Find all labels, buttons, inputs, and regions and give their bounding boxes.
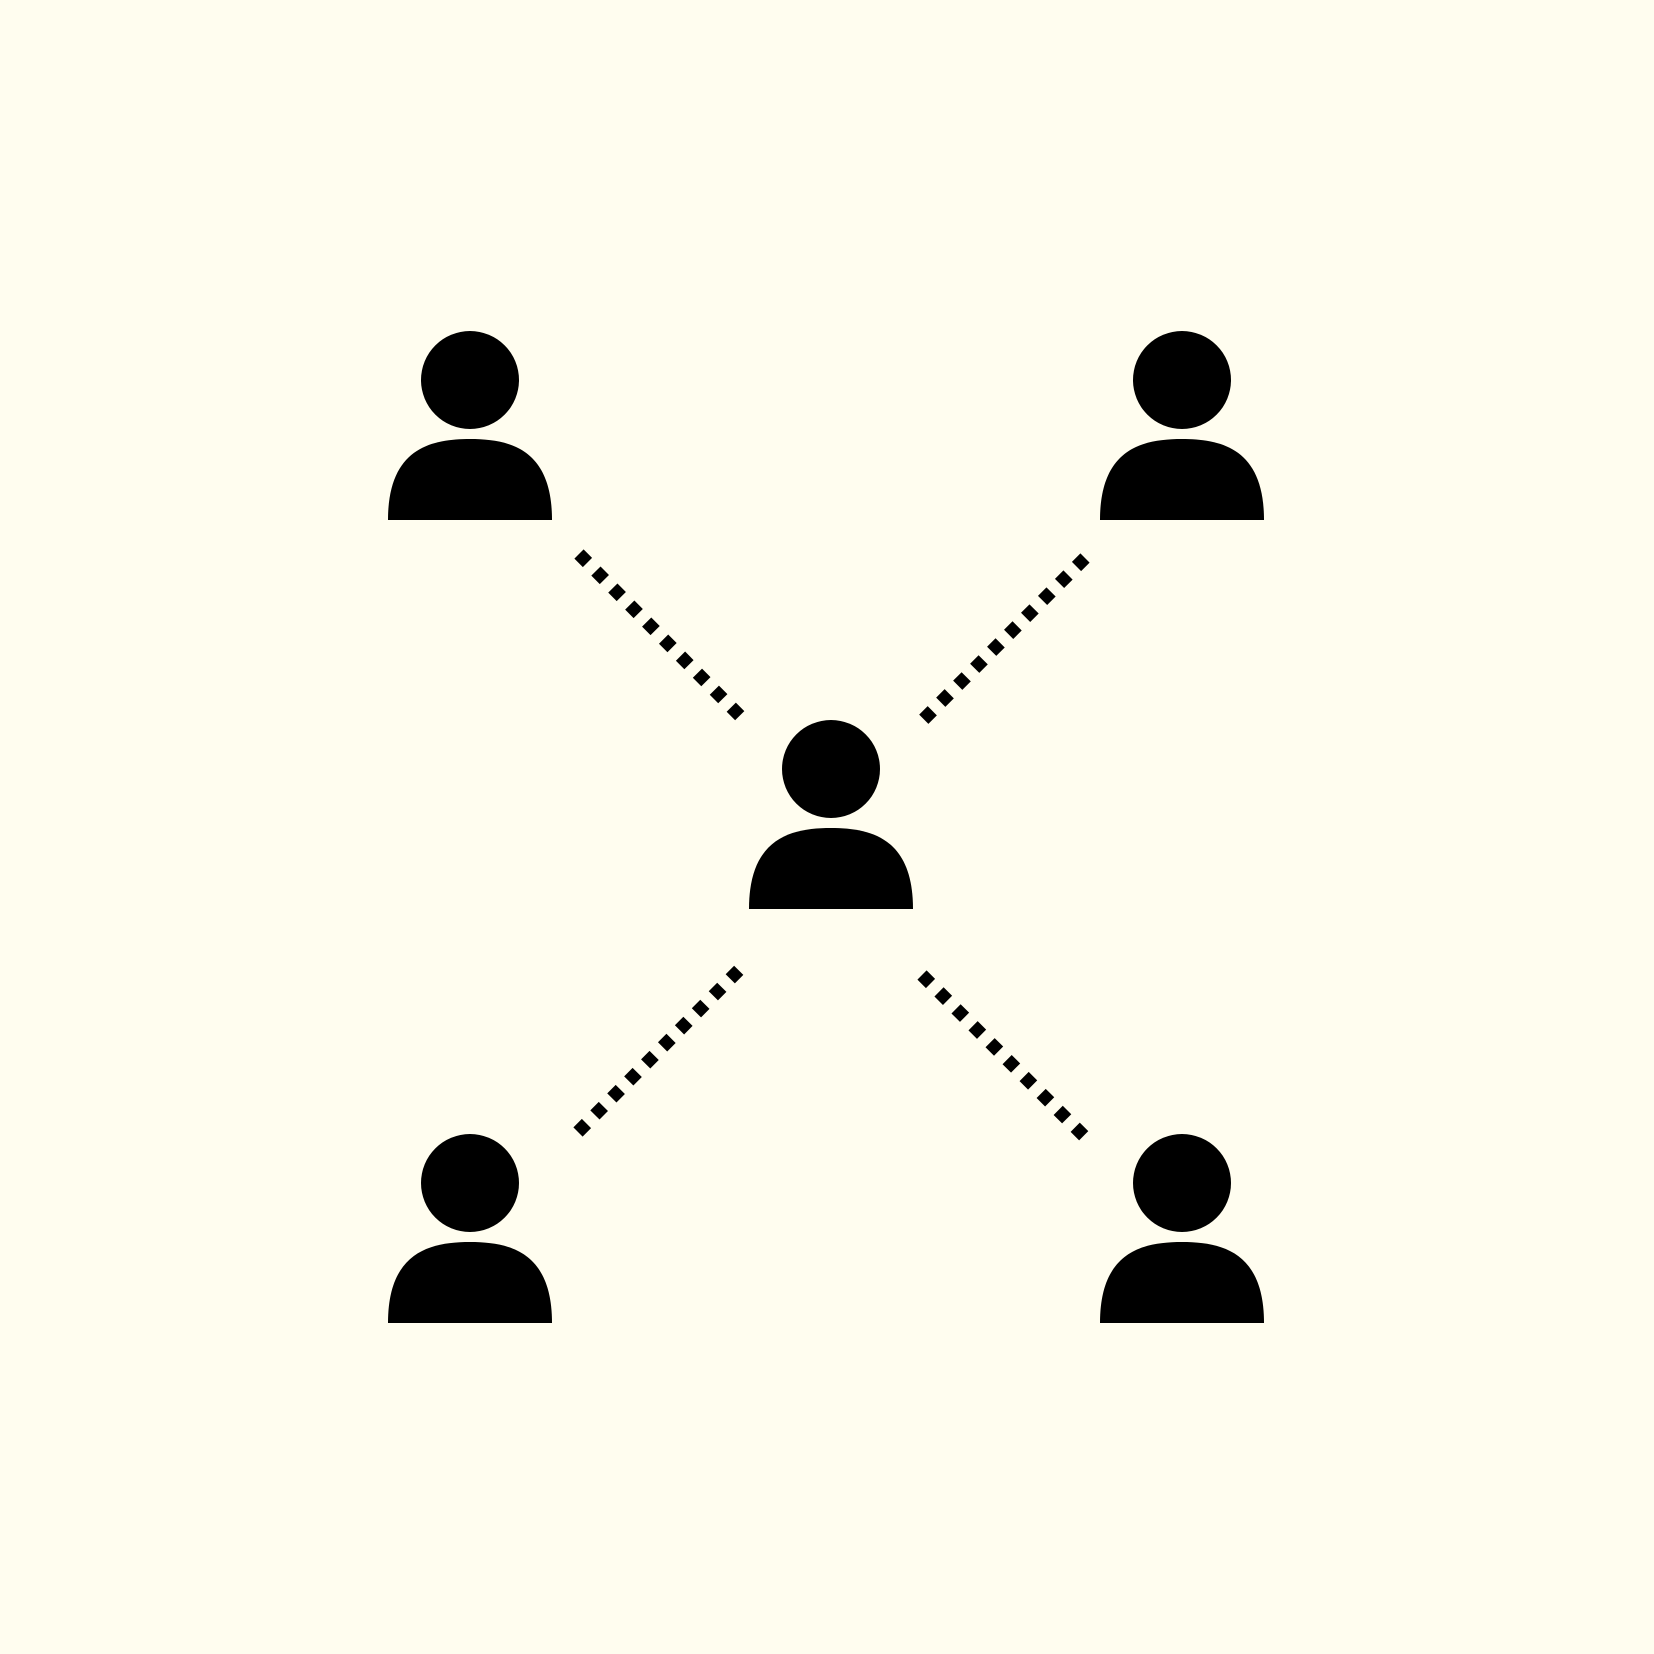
person-icon (388, 331, 552, 520)
person-icon (1100, 1134, 1264, 1323)
person-head (421, 331, 519, 429)
person-body (1100, 439, 1264, 520)
person-body (1100, 1242, 1264, 1323)
person-icon (388, 1134, 552, 1323)
edge-center-bottom-right (917, 970, 1092, 1144)
person-icon (749, 720, 913, 909)
person-head (1133, 1134, 1231, 1232)
person-body (388, 439, 552, 520)
person-head (1133, 331, 1231, 429)
person-body (749, 828, 913, 909)
node-top-right (1100, 331, 1264, 520)
node-center (749, 720, 913, 909)
node-bottom-right (1100, 1134, 1264, 1323)
connection-lines (573, 549, 1092, 1144)
person-body (388, 1242, 552, 1323)
node-top-left (388, 331, 552, 520)
person-nodes (388, 331, 1264, 1323)
person-head (782, 720, 880, 818)
edge-center-top-left (574, 549, 747, 723)
person-icon (1100, 331, 1264, 520)
edge-center-top-right (914, 553, 1090, 729)
person-head (421, 1134, 519, 1232)
node-bottom-left (388, 1134, 552, 1323)
